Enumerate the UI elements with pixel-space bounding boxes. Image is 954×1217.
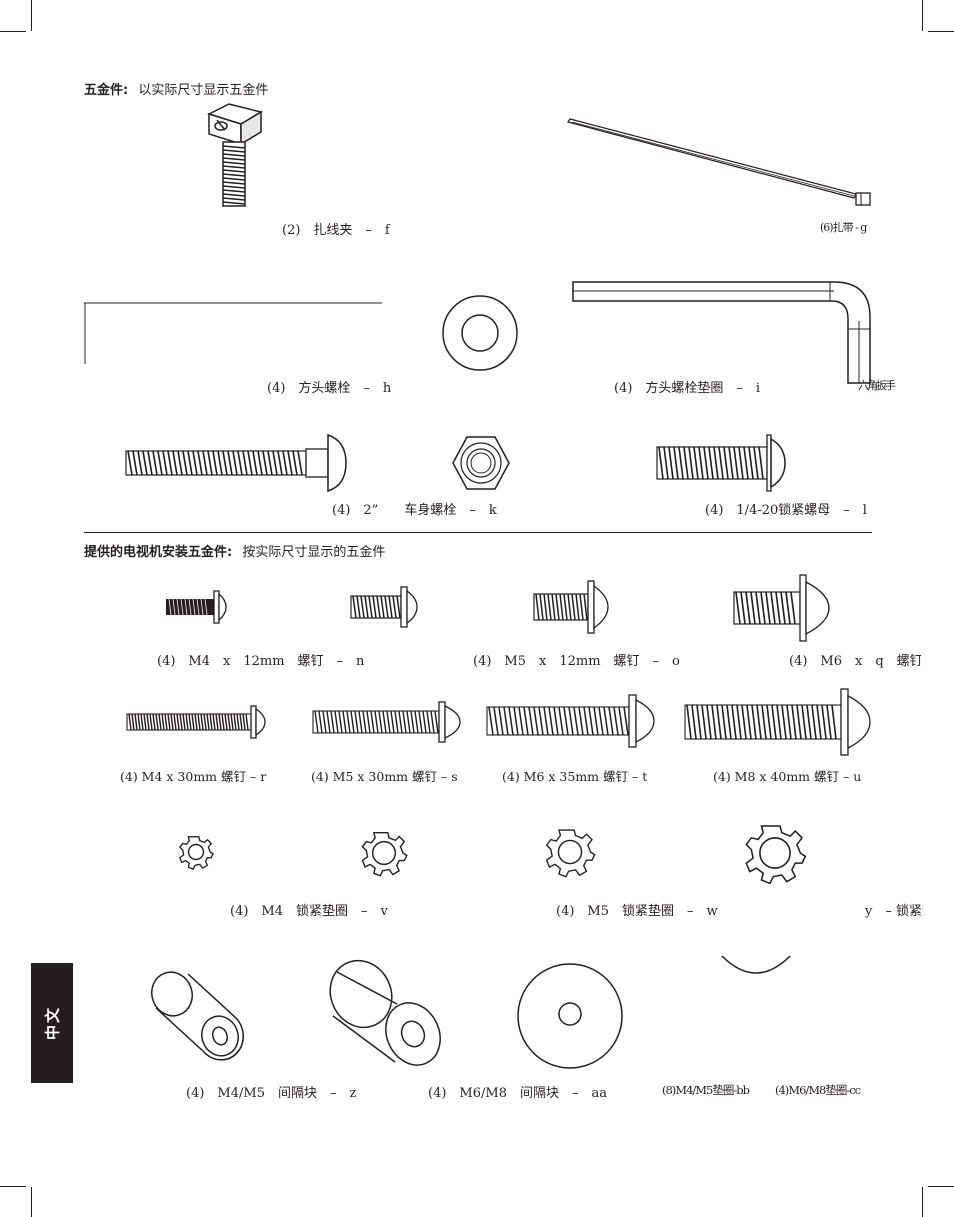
quarter-twenty-bolt-illustration	[656, 434, 786, 492]
lock-washer-m6-illustration	[545, 829, 596, 878]
label-lock-washer-m8: y – 锁紧垫圈 M	[865, 904, 923, 919]
section-heading-hardware: 五金件: 以实际尺寸显示五金件	[84, 79, 268, 98]
label-screw-m6x35: (4) M6 x 35mm 螺钉 – t	[502, 769, 648, 784]
label-screw-m4x12: (4) M4 x 12mm 螺钉 – n	[157, 654, 365, 669]
crop-mark	[922, 0, 923, 31]
lock-washer-m5-illustration	[361, 832, 408, 877]
screw-m5x30-illustration	[312, 701, 461, 743]
label-lag-bolt: (4) 方头螺栓 – h	[267, 381, 392, 396]
screw-m6-illustration	[533, 580, 609, 634]
lag-bolt-washer-illustration	[442, 295, 518, 371]
crop-mark	[31, 1187, 32, 1217]
section-title: 提供的电视机安装五金件:	[84, 545, 233, 560]
label-cable-tie: (6)扎带 - g	[820, 221, 867, 234]
washer-m6m8-illustration	[517, 963, 623, 1069]
label-screw-m4x30: (4) M4 x 30mm 螺钉 – r	[120, 769, 267, 784]
crop-mark	[0, 31, 26, 32]
label-screw-m5x30: (4) M5 x 30mm 螺钉 – s	[311, 769, 458, 784]
spacer-m6m8-illustration	[329, 959, 441, 1066]
label-carriage-bolt: (4) 2” 车身螺栓 – k	[332, 503, 497, 518]
crop-mark	[928, 31, 954, 32]
crop-mark	[31, 0, 32, 31]
label-washer-m4m5: (8)M4/M5垫圈-bb	[662, 1083, 750, 1097]
section-subtitle: 以实际尺寸显示五金件	[138, 83, 269, 98]
hex-wrench-illustration	[572, 281, 871, 384]
section-divider	[84, 532, 872, 533]
label-spacer-m4m5: (4) M4/M5 间隔块 – z	[186, 1086, 357, 1101]
crop-mark	[928, 1186, 954, 1187]
screw-m8x40-illustration	[684, 688, 871, 756]
cable-tie-illustration	[567, 118, 871, 206]
screw-m6x35-illustration	[486, 694, 655, 748]
label-spacer-m6m8: (4) M6/M8 间隔块 – aa	[428, 1086, 607, 1101]
crop-mark	[922, 1187, 923, 1217]
label-cable-clamp: (2) 扎线夹 – f	[282, 223, 390, 238]
cable-clamp-illustration	[207, 103, 263, 207]
label-screw-m5x12: (4) M5 x 12mm 螺钉 – o	[473, 654, 680, 669]
label-screw-m6: (4) M6 x q 螺钉 mm M	[789, 654, 921, 669]
crop-mark	[0, 1186, 26, 1187]
label-hex-wrench: 六角扳手	[858, 379, 896, 392]
screw-m5x12-illustration	[350, 586, 418, 628]
section-subtitle: 按实际尺寸显示的五金件	[242, 545, 386, 560]
label-lock-washer-m4: (4) M4 锁紧垫圈 – v	[230, 904, 388, 919]
label-lag-bolt-washer: (4) 方头螺栓垫圈 – i	[614, 381, 761, 396]
lock-nut-illustration	[452, 436, 510, 490]
carriage-bolt-illustration	[125, 433, 347, 493]
label-washer-m6m8: (4)M6/M8垫圈-cc	[775, 1083, 861, 1097]
label-screw-m8x40: (4) M8 x 40mm 螺钉 – u	[713, 769, 862, 784]
label-lock-washer-m5: (4) M5 锁紧垫圈 – w	[556, 904, 718, 919]
lag-bolt-illustration	[84, 302, 382, 364]
label-lock-nut: (4) 1/4-20锁紧螺母 – l	[705, 503, 867, 518]
lock-washer-m8-illustration	[745, 825, 807, 885]
screw-m4x30-illustration	[126, 705, 266, 739]
screw-m4x12-illustration	[166, 590, 227, 624]
language-tab: 中文	[31, 963, 73, 1083]
spacer-m4m5-illustration	[151, 971, 244, 1061]
section-title: 五金件:	[84, 83, 129, 98]
screw-m8-illustration	[733, 574, 830, 642]
section-heading-tv-hardware: 提供的电视机安装五金件: 按实际尺寸显示的五金件	[84, 541, 385, 560]
washer-m4m5-illustration	[721, 955, 791, 974]
language-tab-label: 中文	[43, 1005, 62, 1041]
lock-washer-m4-illustration	[178, 836, 214, 870]
